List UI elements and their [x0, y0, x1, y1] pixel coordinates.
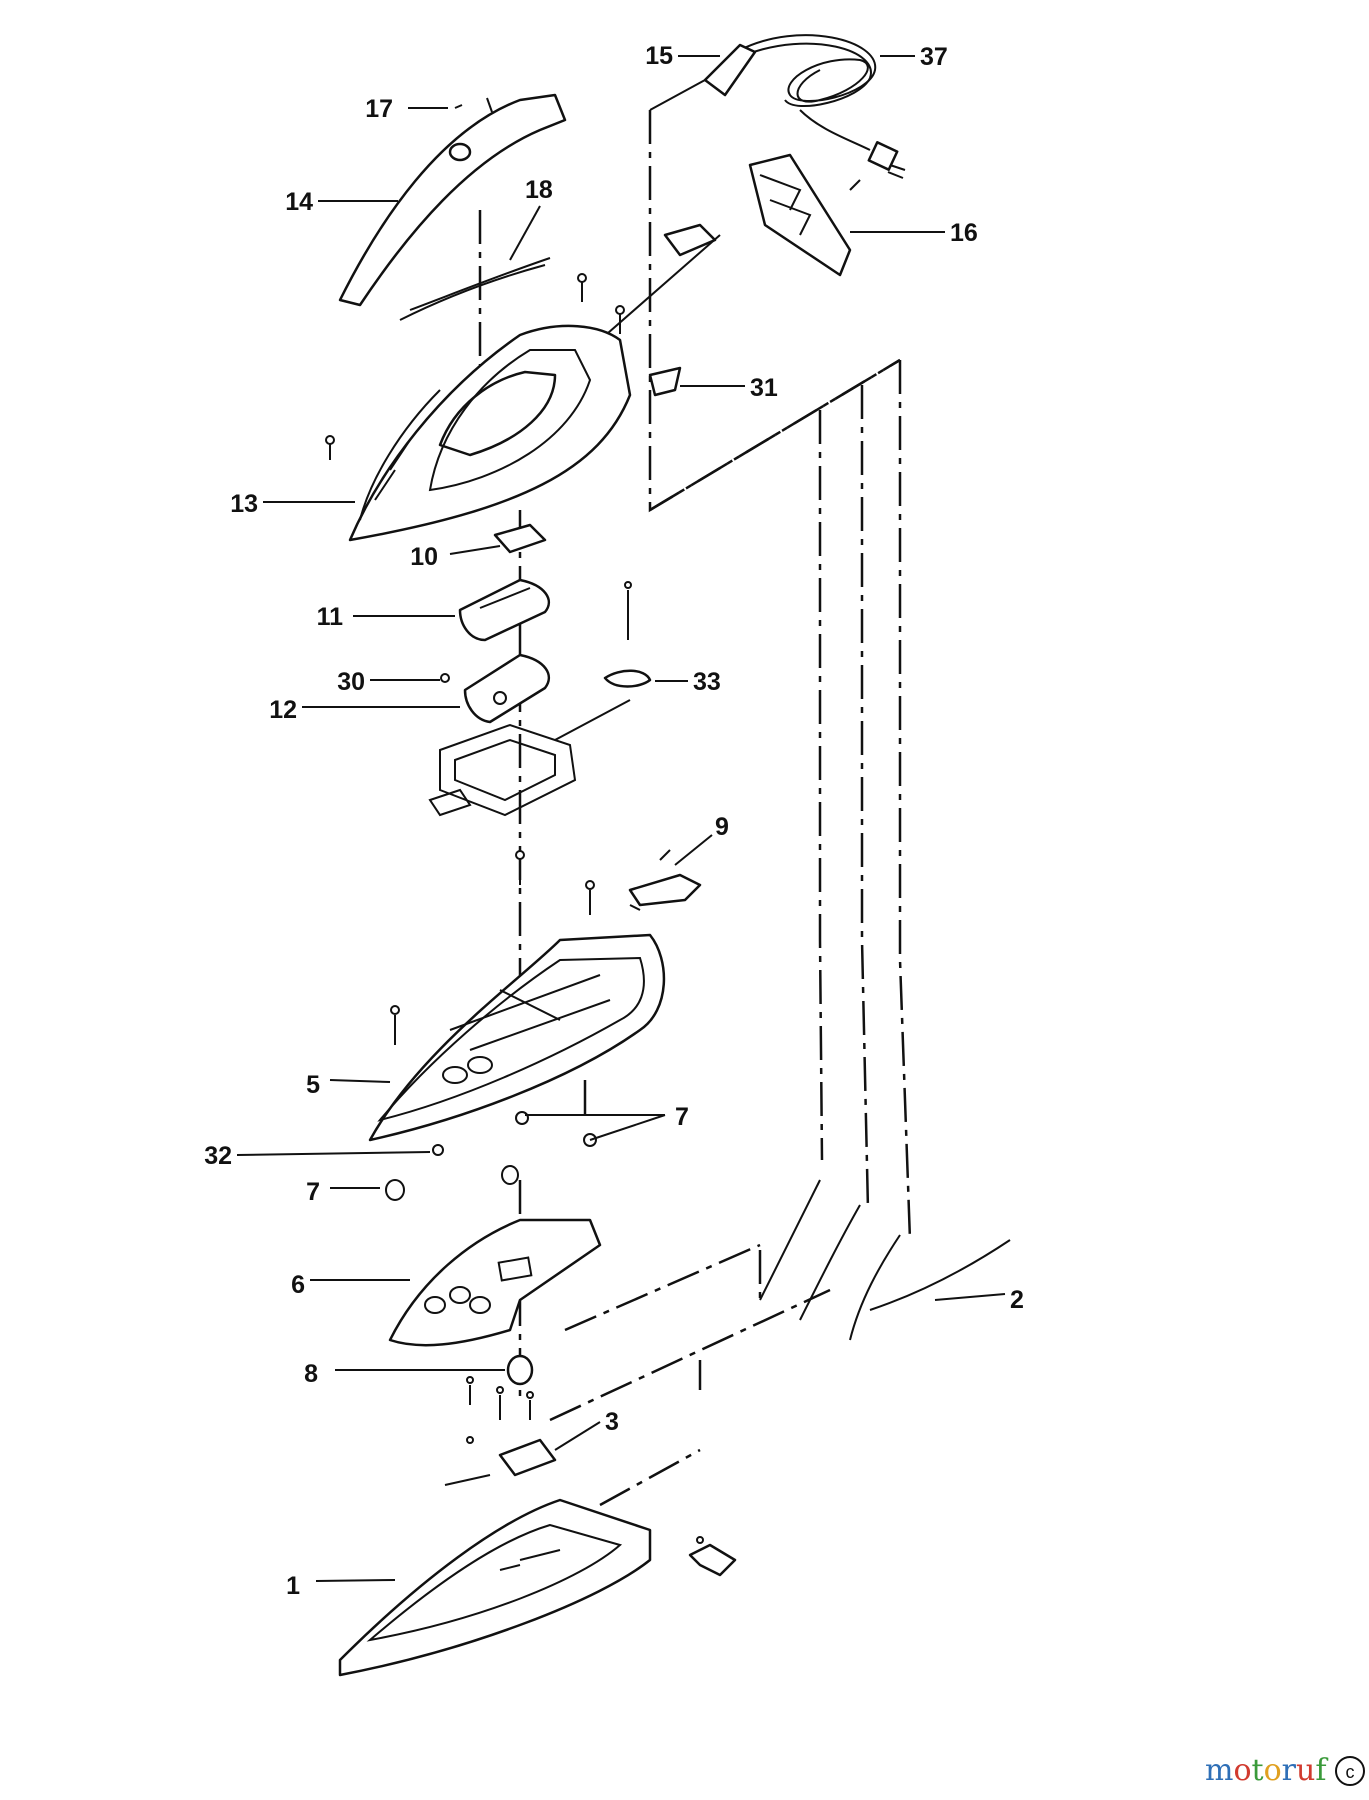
- terminals: [599, 223, 721, 397]
- rear-cover: [748, 153, 861, 277]
- wm-letter: f: [1315, 1753, 1328, 1788]
- callout-10: 10: [410, 543, 438, 571]
- callout-3: 3: [605, 1408, 619, 1436]
- callout-31: 31: [750, 374, 778, 402]
- control-parts: [440, 523, 652, 741]
- callout-1: 1: [286, 1572, 300, 1600]
- callout-13: 13: [230, 490, 258, 518]
- wm-letter: r: [1282, 1753, 1297, 1788]
- callout-14: 14: [285, 188, 313, 216]
- watermark-logo: motoruf c: [1205, 1753, 1365, 1788]
- heating-element: [368, 933, 666, 1156]
- wm-letter: t: [1252, 1753, 1264, 1788]
- leader-lines: [236, 55, 1006, 1582]
- wire-harness: [759, 1179, 1011, 1341]
- callout-16: 16: [950, 219, 978, 247]
- callout-7a: 7: [306, 1178, 320, 1206]
- callout-37: 37: [920, 43, 948, 71]
- callout-6: 6: [291, 1271, 305, 1299]
- wm-letter: o: [1233, 1753, 1251, 1788]
- insulation-plate: [388, 1218, 602, 1347]
- power-cord: [649, 34, 906, 179]
- callout-5: 5: [306, 1071, 320, 1099]
- callout-9: 9: [715, 813, 729, 841]
- callout-labels: 1 2 3 5 6 7 7 7 8 9 10 11 12 13 14 15 16…: [204, 42, 1024, 1600]
- copyright-badge: [1335, 1756, 1365, 1786]
- wm-letter: u: [1296, 1753, 1315, 1788]
- callout-18: 18: [525, 176, 553, 204]
- assembly-guides: [478, 110, 912, 1507]
- callout-33: 33: [693, 668, 721, 696]
- handle: [338, 93, 567, 307]
- wm-letter: m: [1205, 1753, 1233, 1788]
- copyright-badge-letter: c: [1346, 1762, 1355, 1782]
- wm-letter: o: [1264, 1753, 1282, 1788]
- callout-11: 11: [317, 603, 344, 631]
- upper-housing: [325, 273, 632, 542]
- callout-8: 8: [304, 1360, 318, 1388]
- callout-12: 12: [269, 696, 297, 724]
- internal-wires: [399, 257, 551, 321]
- callout-2: 2: [1010, 1286, 1024, 1314]
- callout-32: 32: [204, 1142, 232, 1170]
- soleplate: [338, 1498, 737, 1677]
- mounting-bracket: [444, 1376, 557, 1486]
- callout-17: 17: [365, 95, 393, 123]
- thermostat: [506, 1354, 534, 1386]
- frame: [428, 723, 595, 915]
- spacers: [385, 1165, 519, 1201]
- watermark-text: motoruf: [1205, 1753, 1328, 1788]
- callout-7b: 7: [675, 1103, 689, 1131]
- bracket: [628, 849, 702, 911]
- callout-30: 30: [337, 668, 365, 696]
- callout-15: 15: [645, 42, 673, 70]
